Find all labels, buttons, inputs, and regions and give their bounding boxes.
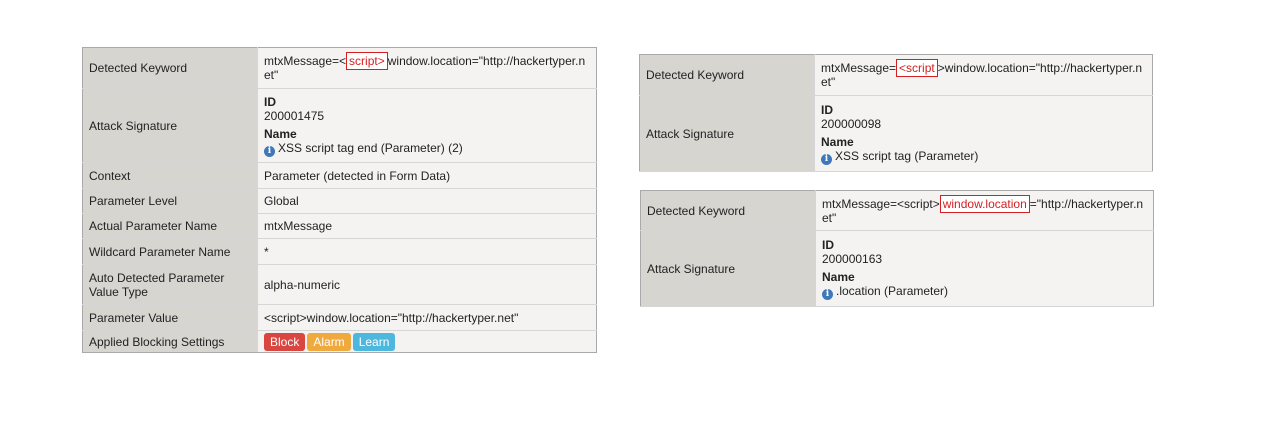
- signature-id-value: 200000163: [822, 251, 883, 266]
- context-value: Parameter (detected in Form Data): [257, 162, 597, 189]
- parameter-level-value: Global: [257, 188, 597, 214]
- attack-signature-label: Attack Signature: [639, 95, 815, 172]
- context-row: Context Parameter (detected in Form Data…: [82, 162, 597, 189]
- signature-id-value: 200000098: [821, 116, 882, 131]
- parameter-value-label: Parameter Value: [82, 304, 258, 331]
- wildcard-parameter-name-value: *: [257, 238, 597, 265]
- info-icon[interactable]: i: [264, 145, 275, 157]
- keyword-prefix: mtxMessage=<script>: [822, 196, 940, 211]
- violation-details-table-left: Detected Keyword mtxMessage=<script>wind…: [82, 47, 597, 353]
- keyword-suffix: >window.location="http://hackertyper.net…: [821, 61, 1143, 89]
- learn-badge[interactable]: Learn: [352, 332, 396, 351]
- detected-keyword-row: Detected Keyword mtxMessage=<script>wind…: [639, 54, 1153, 96]
- wildcard-parameter-name-row: Wildcard Parameter Name *: [82, 238, 597, 265]
- context-label: Context: [82, 162, 258, 189]
- block-badge[interactable]: Block: [264, 332, 306, 351]
- violation-details-table-right-2: Detected Keyword mtxMessage=<script>wind…: [640, 190, 1154, 307]
- detected-keyword-value: mtxMessage=<script>window.location="http…: [815, 190, 1154, 231]
- keyword-prefix: mtxMessage=: [821, 61, 897, 75]
- info-icon[interactable]: i: [821, 153, 832, 165]
- attack-signature-row: Attack Signature ID 200000163 Name i.loc…: [640, 230, 1154, 307]
- attack-signature-label: Attack Signature: [82, 88, 258, 163]
- attack-signature-value: ID 200000163 Name i.location (Parameter): [815, 230, 1154, 307]
- keyword-suffix: ="http://hackertyper.net": [822, 196, 1144, 225]
- detected-keyword-value: mtxMessage=<script>window.location="http…: [257, 47, 597, 89]
- actual-parameter-name-value: mtxMessage: [257, 213, 597, 239]
- signature-id-label: ID: [822, 237, 834, 252]
- alarm-badge[interactable]: Alarm: [307, 332, 351, 351]
- blocking-settings-label: Applied Blocking Settings: [82, 330, 258, 353]
- keyword-highlight: window.location: [939, 194, 1030, 213]
- signature-name-link[interactable]: i.location (Parameter): [822, 284, 1147, 300]
- attack-signature-label: Attack Signature: [640, 230, 816, 307]
- auto-detected-value-type-value: alpha-numeric: [257, 264, 597, 305]
- wildcard-parameter-name-label: Wildcard Parameter Name: [82, 238, 258, 265]
- signature-name-value: .location (Parameter): [836, 283, 949, 298]
- violation-details-table-right-1: Detected Keyword mtxMessage=<script>wind…: [639, 54, 1153, 172]
- auto-detected-value-type-label: Auto Detected Parameter Value Type: [82, 264, 258, 305]
- actual-parameter-name-label: Actual Parameter Name: [82, 213, 258, 239]
- signature-name-label: Name: [264, 126, 297, 141]
- parameter-value-row: Parameter Value <script>window.location=…: [82, 304, 597, 331]
- signature-id-label: ID: [821, 102, 833, 117]
- parameter-level-label: Parameter Level: [82, 188, 258, 214]
- signature-id-value: 200001475: [264, 108, 325, 123]
- detected-keyword-label: Detected Keyword: [640, 190, 816, 231]
- auto-detected-value-type-row: Auto Detected Parameter Value Type alpha…: [82, 264, 597, 305]
- keyword-highlight: script>: [346, 52, 388, 70]
- keyword-suffix: window.location="http://hackertyper.net": [264, 54, 586, 82]
- signature-name-label: Name: [821, 134, 854, 149]
- signature-name-value: XSS script tag (Parameter): [835, 148, 979, 163]
- detected-keyword-row: Detected Keyword mtxMessage=<script>wind…: [640, 190, 1154, 231]
- actual-parameter-name-row: Actual Parameter Name mtxMessage: [82, 213, 597, 239]
- keyword-highlight: <script: [896, 59, 938, 77]
- detected-keyword-row: Detected Keyword mtxMessage=<script>wind…: [82, 47, 597, 89]
- parameter-level-row: Parameter Level Global: [82, 188, 597, 214]
- info-icon[interactable]: i: [822, 288, 833, 300]
- detected-keyword-value: mtxMessage=<script>window.location="http…: [814, 54, 1153, 96]
- signature-id-label: ID: [264, 94, 276, 109]
- detected-keyword-label: Detected Keyword: [639, 54, 815, 96]
- signature-name-value: XSS script tag end (Parameter) (2): [278, 140, 463, 155]
- detected-keyword-label: Detected Keyword: [82, 47, 258, 89]
- signature-name-label: Name: [822, 269, 855, 284]
- parameter-value-value: <script>window.location="http://hackerty…: [257, 304, 597, 331]
- keyword-prefix: mtxMessage=<: [264, 54, 347, 68]
